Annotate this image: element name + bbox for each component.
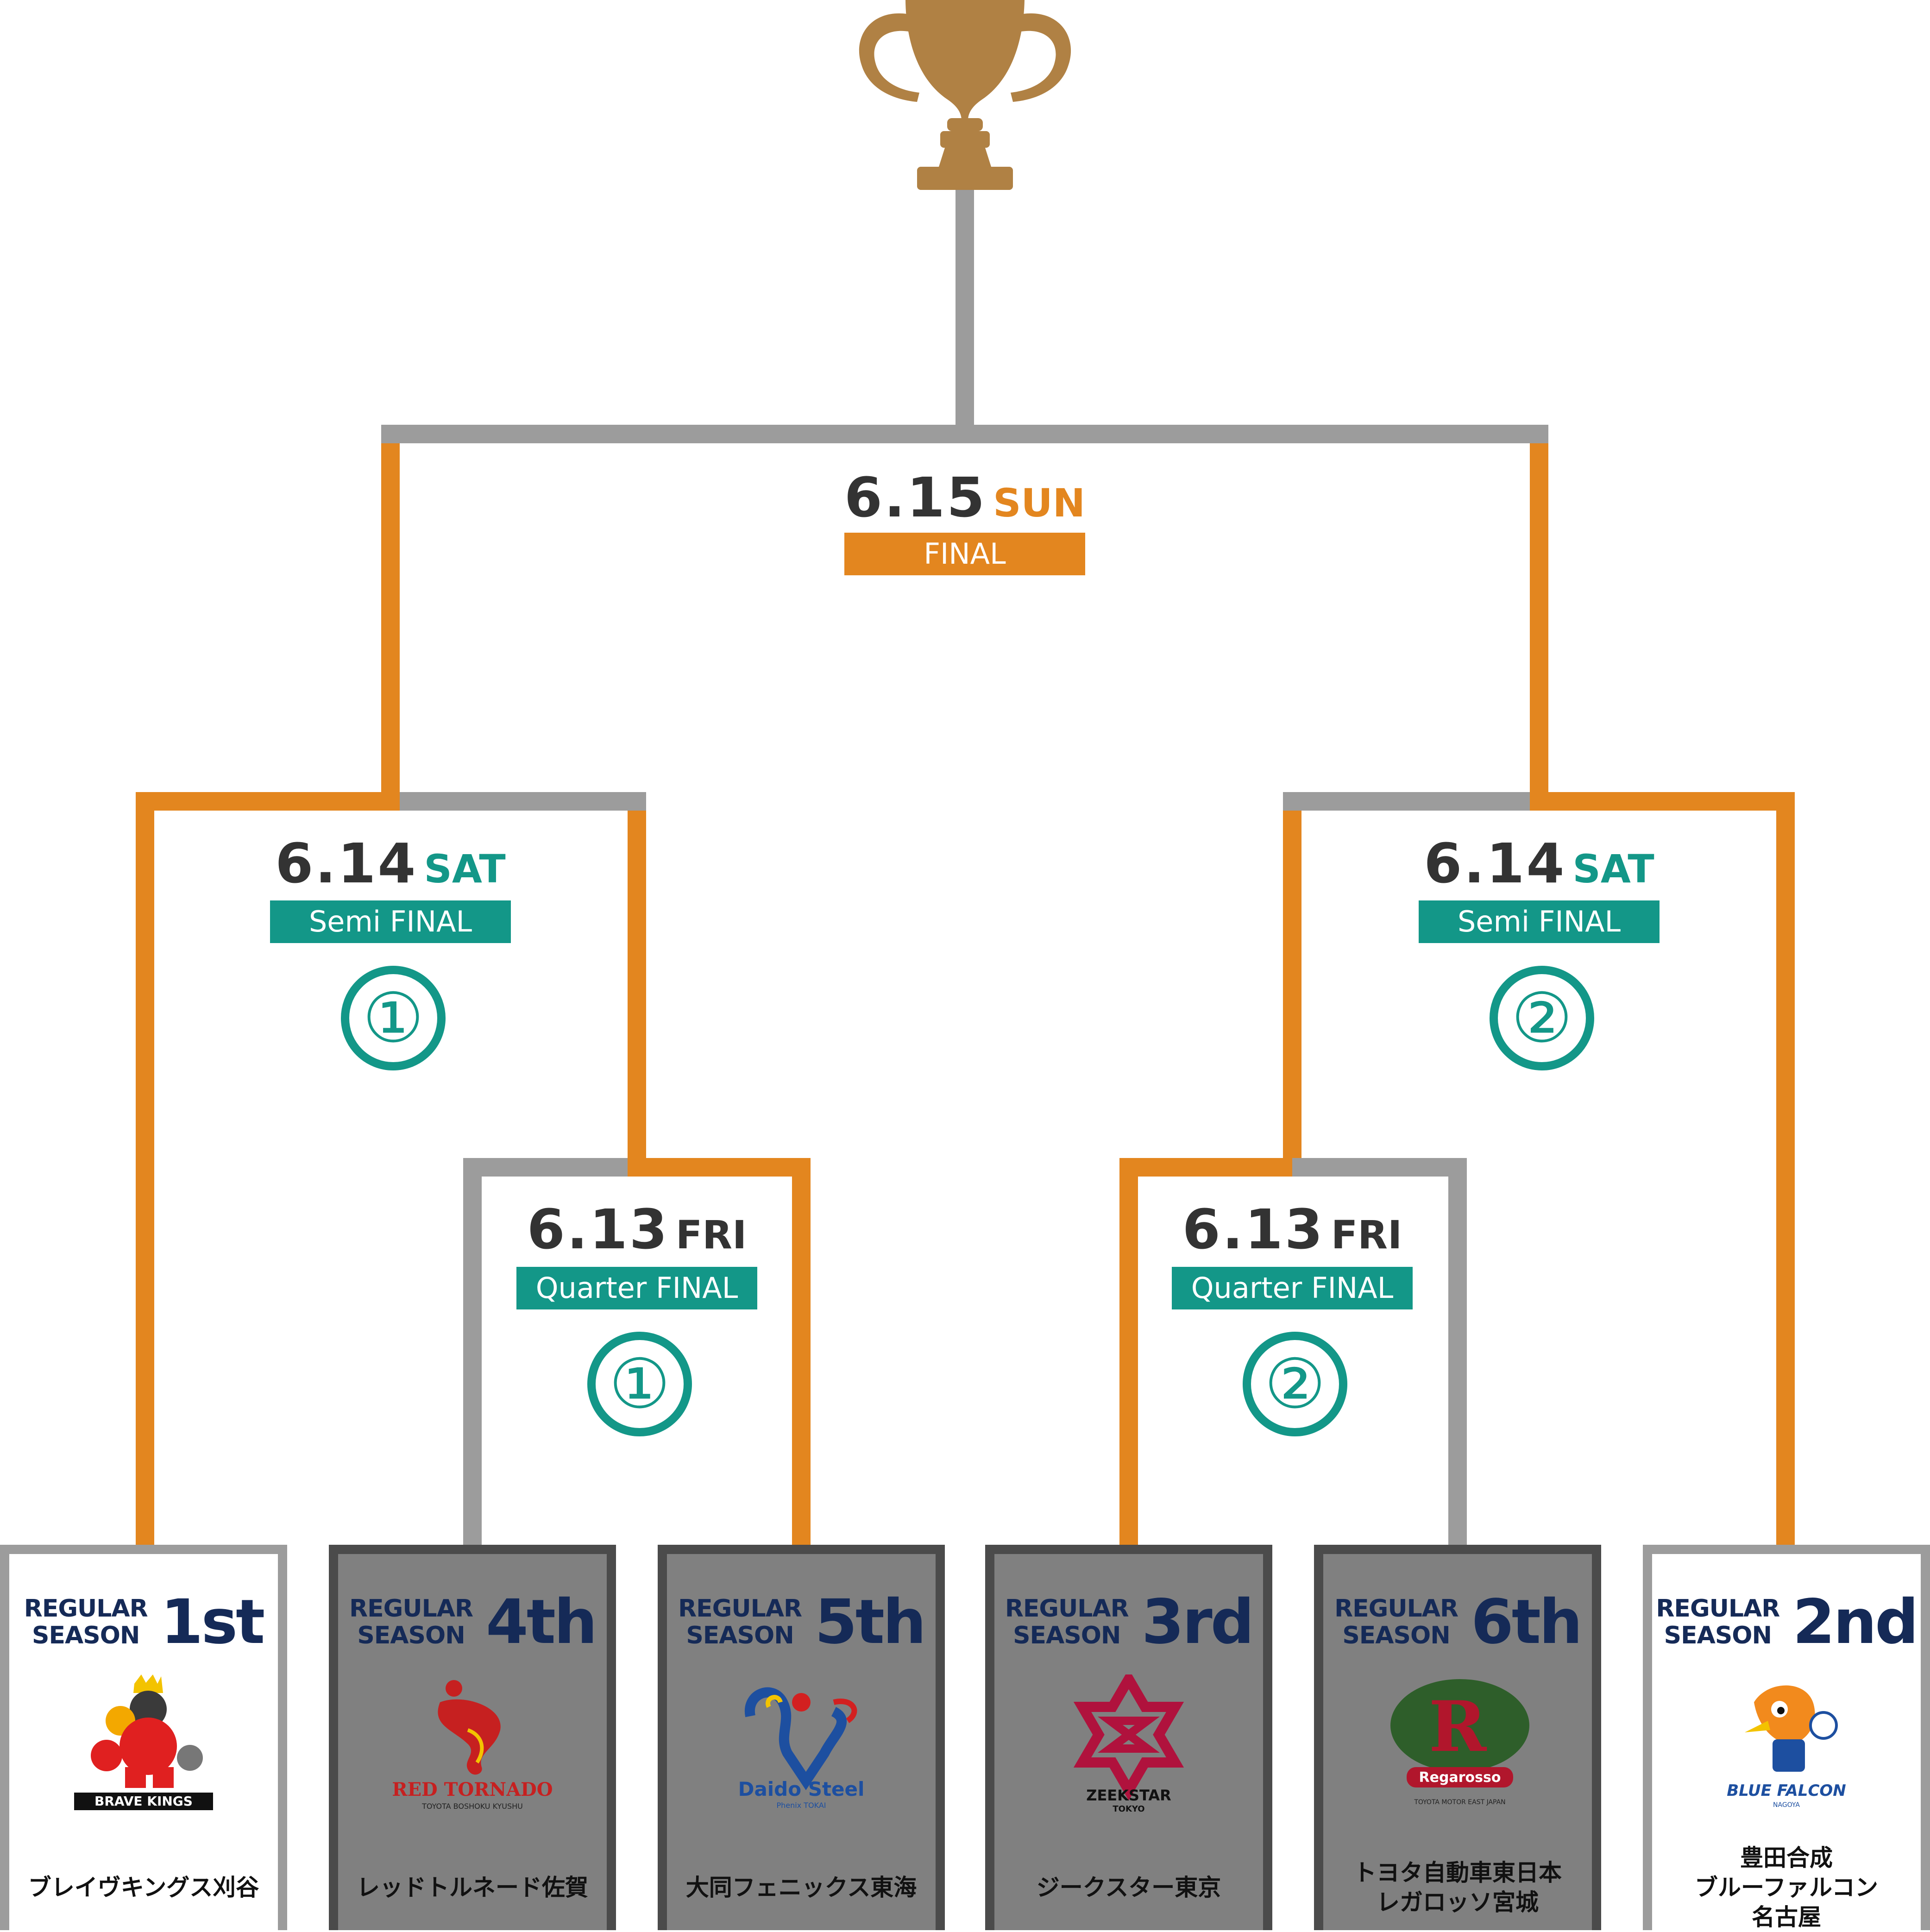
svg-text:RED TORNADO: RED TORNADO (392, 1779, 553, 1800)
team-name: 豊田合成 ブルーファルコン 名古屋 (1695, 1844, 1878, 1931)
final-badge: FINAL (844, 533, 1085, 575)
qf1-day: FRI (675, 1212, 747, 1258)
team-name: トヨタ自動車東日本 レガロッソ宮城 (1353, 1859, 1562, 1916)
svg-text:R: R (1429, 1686, 1487, 1768)
rank-label: 5th (814, 1586, 926, 1658)
qf2-number: ② (1243, 1332, 1347, 1436)
rank-label: 4th (485, 1586, 597, 1658)
semi1-date-number: 6.14 (275, 831, 418, 895)
team-name: ブレイヴキングス刈谷 (28, 1874, 259, 1901)
semi1-day: SAT (424, 846, 506, 892)
team-name: 大同フェニックス東海 (685, 1874, 917, 1901)
svg-text:ZEEKSTAR: ZEEKSTAR (1086, 1787, 1171, 1804)
final-date-number: 6.15 (844, 466, 987, 529)
svg-text:Phenix TOKAI: Phenix TOKAI (776, 1801, 826, 1810)
svg-text:Daido Steel: Daido Steel (738, 1778, 865, 1800)
qf1-date-number: 6.13 (527, 1197, 669, 1261)
svg-text:TOYOTA MOTOR EAST JAPAN: TOYOTA MOTOR EAST JAPAN (1414, 1799, 1505, 1806)
qf2-badge: Quarter FINAL (1172, 1267, 1413, 1309)
rank-label: 1st (160, 1586, 265, 1658)
daido-steel-logo: Daido Steel Phenix TOKAI (738, 1687, 865, 1810)
final-day: SUN (993, 480, 1086, 526)
blue-falcon-logo: BLUE FALCON NAGOYA (1727, 1685, 1846, 1809)
trophy-icon (859, 0, 1071, 190)
zeekstar-logo: ZEEKSTAR TOKYO (1073, 1674, 1184, 1813)
rank-label: 2nd (1792, 1586, 1918, 1658)
qf2-date-number: 6.13 (1182, 1197, 1325, 1261)
qf1-badge: Quarter FINAL (516, 1267, 757, 1309)
qf2-day: FRI (1331, 1212, 1402, 1258)
svg-text:TOYOTA BOSHOKU KYUSHU: TOYOTA BOSHOKU KYUSHU (421, 1802, 523, 1811)
semi2-badge: Semi FINAL (1419, 900, 1660, 943)
semi2-number: ② (1490, 966, 1594, 1070)
svg-text:BLUE FALCON: BLUE FALCON (1727, 1781, 1846, 1800)
svg-text:Regarosso: Regarosso (1419, 1769, 1501, 1786)
rank-label: 6th (1471, 1586, 1583, 1658)
brave-kings-logo: BRAVE KINGS (74, 1674, 213, 1810)
svg-text:NAGOYA: NAGOYA (1773, 1801, 1800, 1809)
svg-text:BRAVE KINGS: BRAVE KINGS (94, 1794, 193, 1809)
red-tornado-logo: RED TORNADO TOYOTA BOSHOKU KYUSHU (392, 1680, 553, 1811)
qf1-number: ① (587, 1332, 692, 1436)
team-name: レッドトルネード佐賀 (357, 1874, 588, 1901)
svg-text:TOKYO: TOKYO (1113, 1804, 1144, 1813)
semi2-day: SAT (1572, 846, 1654, 892)
semi1-badge: Semi FINAL (270, 900, 511, 943)
semi1-number: ① (341, 966, 446, 1070)
semi2-date-number: 6.14 (1424, 831, 1566, 895)
regarosso-logo: R Regarosso TOYOTA MOTOR EAST JAPAN (1390, 1679, 1529, 1806)
rank-label: 3rd (1141, 1586, 1254, 1658)
team-name: ジークスター東京 (1036, 1874, 1221, 1901)
